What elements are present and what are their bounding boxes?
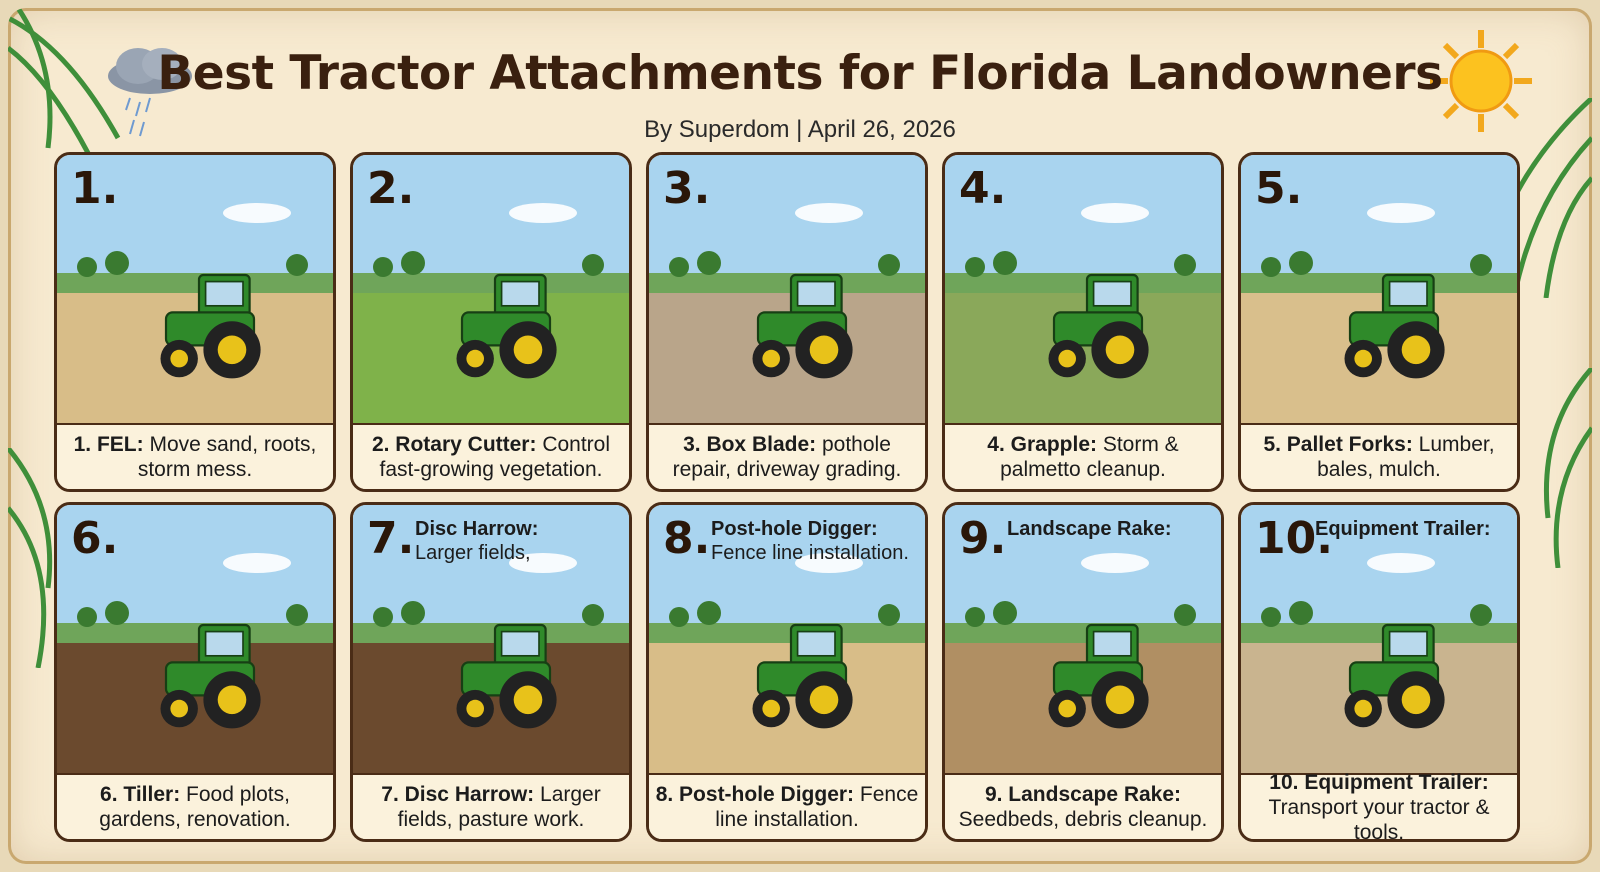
tractor-icon	[1048, 273, 1149, 379]
tractor-icon	[752, 273, 853, 379]
scene-illustration	[649, 155, 925, 423]
card-number: 8.	[663, 513, 711, 564]
top-caption-name: Post-hole Digger:	[711, 518, 878, 540]
attachment-card: 5. 5. Pallet Forks: Lumber, bales, mulch…	[1238, 152, 1520, 492]
scene-illustration	[945, 155, 1221, 423]
attachment-card: 3. 3. Box Blade: pothole repair, drivewa…	[646, 152, 928, 492]
attachment-desc: Lumber, bales, mulch.	[1317, 433, 1495, 481]
attachment-name: 7. Disc Harrow:	[381, 783, 535, 806]
palm-frond-icon	[8, 8, 121, 155]
sun-icon	[1430, 30, 1532, 132]
top-caption: Disc Harrow:Larger fields,	[415, 517, 538, 565]
scene-illustration	[1241, 505, 1517, 773]
attachment-card: 10. 10. Equipment Trailer: Transport you…	[1238, 502, 1520, 842]
tractor-icon	[1048, 623, 1149, 729]
attachment-card: 1. 1. FEL: Move sand, roots, storm mess.	[54, 152, 336, 492]
scene-illustration	[353, 505, 629, 773]
tractor-icon	[160, 273, 261, 379]
attachment-desc: Fence line installation.	[715, 783, 919, 831]
top-caption-name: Disc Harrow:	[415, 518, 539, 540]
attachment-card: 2. 2. Rotary Cutter: Control fast-growin…	[350, 152, 632, 492]
card-caption: 10. Equipment Trailer: Transport your tr…	[1241, 770, 1517, 839]
palm-frond-icon	[8, 448, 53, 668]
attachment-desc: Control fast-growing vegetation.	[379, 433, 611, 481]
top-caption-desc: Fence line installation.	[711, 542, 909, 564]
attachment-name: 1. FEL:	[73, 433, 144, 456]
scene-illustration	[353, 155, 629, 423]
scene-illustration	[57, 505, 333, 773]
card-number: 1.	[71, 163, 119, 214]
tractor-icon	[456, 623, 557, 729]
scene-illustration	[945, 505, 1221, 773]
attachment-desc: Larger fields, pasture work.	[397, 783, 601, 831]
attachment-name: 5. Pallet Forks:	[1263, 433, 1413, 456]
attachment-desc: Move sand, roots, storm mess.	[137, 433, 317, 481]
infographic-poster: Best Tractor Attachments for Florida Lan…	[8, 8, 1592, 864]
top-caption: Equipment Trailer:	[1315, 517, 1491, 541]
card-number: 9.	[959, 513, 1007, 564]
top-caption-desc: Larger fields,	[415, 542, 531, 564]
card-number: 2.	[367, 163, 415, 214]
top-caption: Landscape Rake:	[1007, 517, 1172, 541]
card-caption: 3. Box Blade: pothole repair, driveway g…	[649, 423, 925, 489]
attachment-name: 2. Rotary Cutter:	[371, 433, 537, 456]
top-caption-name: Equipment Trailer:	[1315, 518, 1491, 540]
card-number: 3.	[663, 163, 711, 214]
attachment-name: 9. Landscape Rake:	[984, 783, 1182, 806]
attachment-card: 8. 8. Post-hole Digger: Fence line insta…	[646, 502, 928, 842]
top-caption: Post-hole Digger:Fence line installation…	[711, 517, 909, 565]
storm-cloud-icon	[108, 48, 192, 137]
attachment-desc: Transport your tractor & tools.	[1268, 795, 1490, 842]
attachment-card: 9. 9. Landscape Rake: Seedbeds, debris c…	[942, 502, 1224, 842]
card-number: 6.	[71, 513, 119, 564]
attachment-name: 6. Tiller:	[100, 783, 181, 806]
card-caption: 9. Landscape Rake: Seedbeds, debris clea…	[945, 773, 1221, 839]
attachment-card: 4. 4. Grapple: Storm & palmetto cleanup.	[942, 152, 1224, 492]
card-caption: 2. Rotary Cutter: Control fast-growing v…	[353, 423, 629, 489]
attachment-desc: pothole repair, driveway grading.	[672, 433, 902, 481]
attachment-desc: Food plots, gardens, renovation.	[99, 783, 291, 831]
card-caption: 8. Post-hole Digger: Fence line installa…	[649, 773, 925, 839]
card-caption: 4. Grapple: Storm & palmetto cleanup.	[945, 423, 1221, 489]
scene-illustration	[649, 505, 925, 773]
scene-illustration	[57, 155, 333, 423]
palm-frond-icon	[1543, 368, 1592, 568]
tractor-icon	[1344, 623, 1445, 729]
card-caption: 1. FEL: Move sand, roots, storm mess.	[57, 423, 333, 489]
attachment-name: 10. Equipment Trailer:	[1269, 770, 1489, 794]
scene-illustration	[1241, 155, 1517, 423]
tractor-icon	[160, 623, 261, 729]
attachment-name: 4. Grapple:	[987, 433, 1097, 456]
byline: By Superdom | April 26, 2026	[644, 116, 956, 143]
attachment-desc: Storm & palmetto cleanup.	[1000, 433, 1179, 481]
card-number: 7.	[367, 513, 415, 564]
card-number: 4.	[959, 163, 1007, 214]
card-caption: 7. Disc Harrow: Larger fields, pasture w…	[353, 773, 629, 839]
tractor-icon	[456, 273, 557, 379]
attachment-name: 8. Post-hole Digger:	[655, 783, 855, 806]
page-title: Best Tractor Attachments for Florida Lan…	[157, 46, 1443, 101]
card-caption: 6. Tiller: Food plots, gardens, renovati…	[57, 773, 333, 839]
tractor-icon	[1344, 273, 1445, 379]
tractor-icon	[752, 623, 853, 729]
top-caption-name: Landscape Rake:	[1007, 518, 1172, 540]
card-number: 5.	[1255, 163, 1303, 214]
attachment-card: 7. 7. Disc Harrow: Larger fields, pastur…	[350, 502, 632, 842]
attachment-name: 3. Box Blade:	[683, 433, 817, 456]
card-caption: 5. Pallet Forks: Lumber, bales, mulch.	[1241, 423, 1517, 489]
attachment-desc: Seedbeds, debris cleanup.	[958, 808, 1208, 831]
card-number: 10.	[1255, 513, 1333, 564]
attachment-card: 6. 6. Tiller: Food plots, gardens, renov…	[54, 502, 336, 842]
